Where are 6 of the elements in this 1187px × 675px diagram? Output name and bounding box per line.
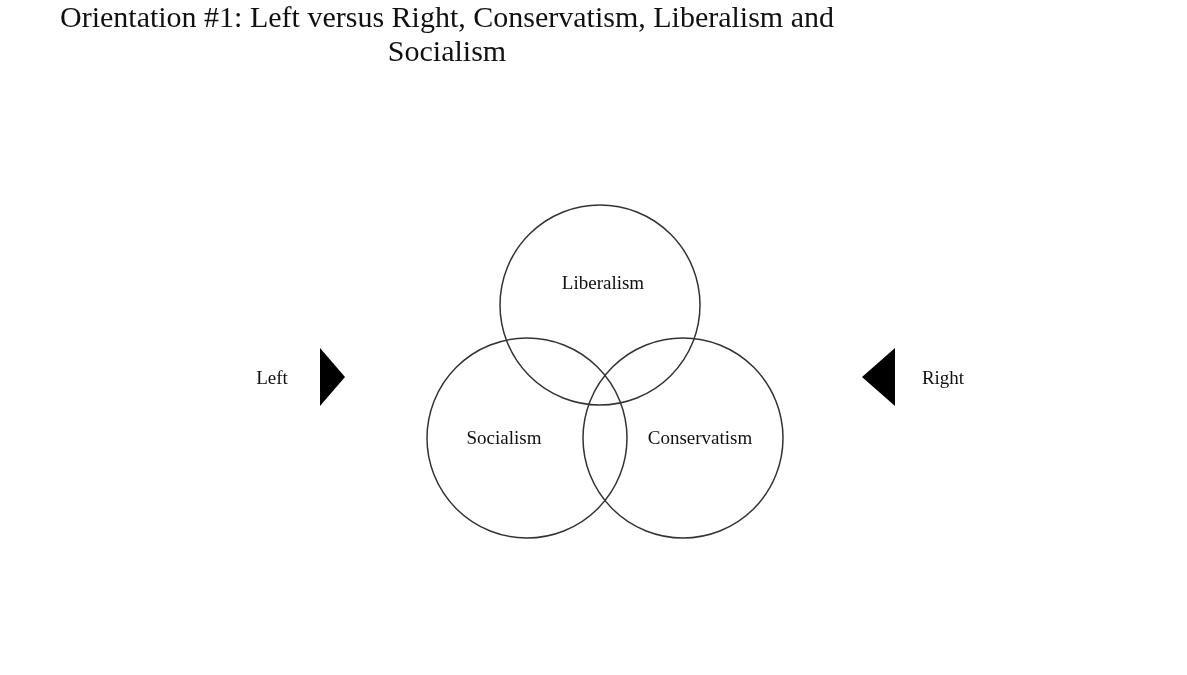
side-label: Right: [921, 367, 965, 389]
circle-label: Socialism: [466, 427, 542, 449]
title: Orientation #1: Left versus Right, Conservatism, Liberalism and Socialism: [59, 0, 835, 68]
circle-label: Conservatism: [647, 427, 753, 449]
side-label: Left: [256, 367, 288, 389]
circle-label: Liberalism: [561, 272, 645, 294]
